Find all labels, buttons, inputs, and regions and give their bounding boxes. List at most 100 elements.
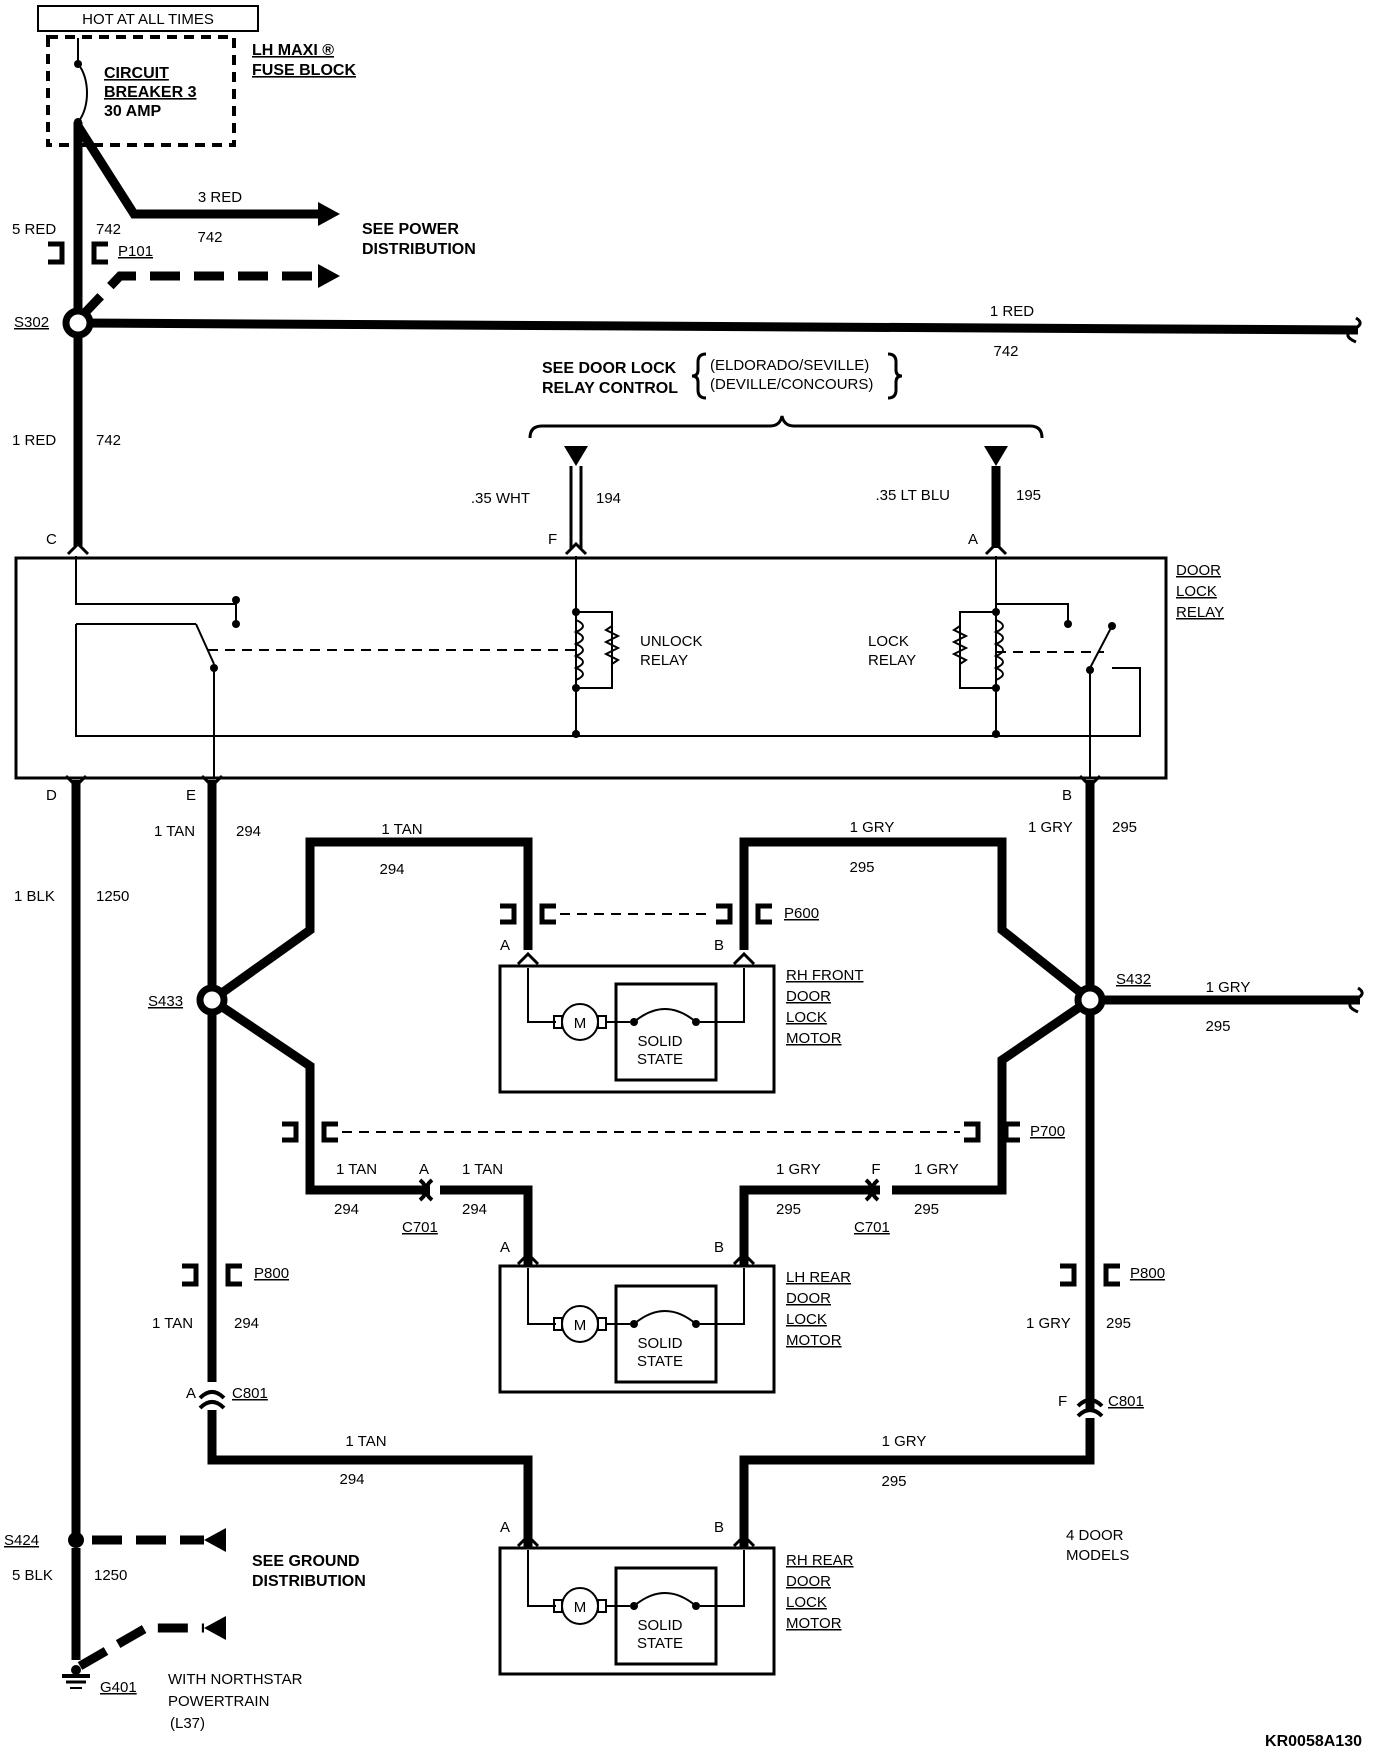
p800-right-label: P800 bbox=[1130, 1265, 1165, 1282]
ground-section: S424 5 BLK 1250 SEE GROUND DISTRIBUTION … bbox=[4, 1528, 366, 1732]
lr-pin-a: A bbox=[500, 1239, 510, 1256]
wire-tan-rf bbox=[209, 837, 533, 1004]
w-gry-b-label: 1 GRY bbox=[1028, 819, 1073, 836]
c701-a-label: C701 bbox=[402, 1219, 438, 1236]
s302-label: S302 bbox=[14, 314, 49, 331]
w-tan-bot-label: 1 TAN bbox=[345, 1433, 386, 1450]
breaker-label-2: BREAKER 3 bbox=[104, 84, 197, 101]
c-194-label: 194 bbox=[596, 490, 621, 507]
wire-optional-power bbox=[76, 271, 318, 322]
w-5red-label: 5 RED bbox=[12, 221, 56, 238]
pin-c: C bbox=[46, 531, 57, 548]
see-power-2: DISTRIBUTION bbox=[362, 241, 476, 258]
rr-label-3: LOCK bbox=[786, 1594, 827, 1611]
sw-left-arm bbox=[195, 623, 215, 665]
s433-label: S433 bbox=[148, 993, 183, 1010]
connector-p600 bbox=[500, 903, 772, 925]
w-wht-label: .35 WHT bbox=[471, 490, 530, 507]
see-ground-1: SEE GROUND bbox=[252, 1553, 360, 1570]
c-742c-label: 742 bbox=[993, 343, 1018, 360]
c701-b-label: C701 bbox=[854, 1219, 890, 1236]
relay-name-3: RELAY bbox=[1176, 604, 1224, 621]
lr-label-2: DOOR bbox=[786, 1290, 831, 1307]
power-section: HOT AT ALL TIMES LH MAXI ® FUSE BLOCK CI… bbox=[12, 5, 1362, 546]
wire-gry-lr bbox=[739, 1185, 880, 1266]
sw-right-top-contact bbox=[1064, 620, 1072, 628]
wire-3red bbox=[74, 123, 320, 219]
unlock-relay-label-1: UNLOCK bbox=[640, 633, 703, 650]
arrow-northstar-ground bbox=[204, 1616, 226, 1640]
c-295-c701r-label: 295 bbox=[914, 1201, 939, 1218]
pin-a-c701: A bbox=[419, 1161, 429, 1178]
rf-label-3: LOCK bbox=[786, 1009, 827, 1026]
hot-label-box bbox=[37, 5, 259, 32]
model-line-1: (ELDORADO/SEVILLE) bbox=[710, 357, 869, 374]
c-295-p800-label: 295 bbox=[1106, 1315, 1131, 1332]
rh-rear-door-lock-motor: A B M SOLID STATE RH REAR DOOR LOCK MOTO… bbox=[498, 1519, 854, 1676]
unlock-relay-label-2: RELAY bbox=[640, 652, 688, 669]
pin-e: E bbox=[186, 787, 196, 804]
fuse-block-outline bbox=[46, 35, 236, 147]
splice-s432 bbox=[1074, 984, 1106, 1016]
c-295-rf-label: 295 bbox=[849, 859, 874, 876]
c-1250-ground-label: 1250 bbox=[94, 1567, 127, 1584]
lock-resistor-frame bbox=[959, 611, 996, 689]
sw-left-nc-contact bbox=[232, 620, 240, 628]
w-tan-rf-label: 1 TAN bbox=[381, 821, 422, 838]
wire-break-s432 bbox=[1348, 986, 1364, 1014]
arrow-ground-dist bbox=[204, 1528, 226, 1552]
wire-tan-to-c701 bbox=[209, 996, 430, 1195]
c-295-b-label: 295 bbox=[1112, 819, 1137, 836]
pin-c-chevron bbox=[66, 541, 90, 556]
lock-relay-label-1: LOCK bbox=[868, 633, 909, 650]
c-294-rf-label: 294 bbox=[379, 861, 404, 878]
rf-label-1: RH FRONT bbox=[786, 967, 864, 984]
splice-s424 bbox=[68, 1532, 84, 1548]
pin-f-c801: F bbox=[1058, 1393, 1067, 1410]
rr-pin-a: A bbox=[500, 1519, 510, 1536]
w-5blk-label: 5 BLK bbox=[12, 1567, 53, 1584]
relay-control-brace bbox=[528, 415, 1044, 439]
rh-front-door-lock-motor: A B M SOLID STATE RH FRONT DOOR LOCK MOT… bbox=[498, 937, 864, 1094]
rr-motor-box bbox=[498, 1546, 776, 1676]
p800-left-label: P800 bbox=[254, 1265, 289, 1282]
pin-d: D bbox=[46, 787, 57, 804]
unlock-resistor bbox=[603, 625, 621, 665]
northstar-3: (L37) bbox=[170, 1715, 205, 1732]
c-742d-label: 742 bbox=[96, 432, 121, 449]
c-742b-label: 742 bbox=[96, 221, 121, 238]
s424-label: S424 bbox=[4, 1532, 39, 1549]
rf-pin-a: A bbox=[500, 937, 510, 954]
lr-pin-b: B bbox=[714, 1239, 724, 1256]
lr-motor-m: M bbox=[574, 1317, 587, 1334]
rf-pin-b: B bbox=[714, 937, 724, 954]
wire-break-s302 bbox=[1346, 316, 1362, 344]
p101-label: P101 bbox=[118, 243, 153, 260]
lr-label-3: LOCK bbox=[786, 1311, 827, 1328]
c-294-bot-label: 294 bbox=[339, 1471, 364, 1488]
unlock-relay-coil bbox=[573, 619, 584, 681]
relay-internal-a-right bbox=[996, 603, 1069, 624]
c-294-p800-label: 294 bbox=[234, 1315, 259, 1332]
rf-ss-1: SOLID bbox=[637, 1033, 682, 1050]
output-wiring: 1 BLK 1250 1 TAN 294 1 GRY 295 S433 1 TA… bbox=[14, 780, 1364, 1548]
w-gry-out-label: 1 GRY bbox=[1206, 979, 1251, 996]
sw-left-top-contact bbox=[232, 596, 240, 604]
w-gry-bot-label: 1 GRY bbox=[882, 1433, 927, 1450]
c-1250-label: 1250 bbox=[96, 888, 129, 905]
northstar-2: POWERTRAIN bbox=[168, 1693, 269, 1710]
models-2: MODELS bbox=[1066, 1547, 1129, 1564]
wire-1red-horizontal bbox=[77, 318, 1359, 335]
rf-label-4: MOTOR bbox=[786, 1030, 842, 1047]
wire-tan-lr bbox=[440, 1185, 533, 1266]
fuse-block-label-1: LH MAXI ® bbox=[252, 42, 334, 59]
see-relay-control-1: SEE DOOR LOCK bbox=[542, 360, 677, 377]
rf-motor-box bbox=[498, 964, 776, 1094]
arrow-wht bbox=[564, 446, 588, 466]
door-lock-relay: DOOR LOCK RELAY C F A D E B bbox=[14, 531, 1224, 804]
lr-label-1: LH REAR bbox=[786, 1269, 851, 1286]
see-relay-control-2: RELAY CONTROL bbox=[542, 380, 678, 397]
relay-name-1: DOOR bbox=[1176, 562, 1221, 579]
lock-resistor bbox=[951, 625, 969, 665]
